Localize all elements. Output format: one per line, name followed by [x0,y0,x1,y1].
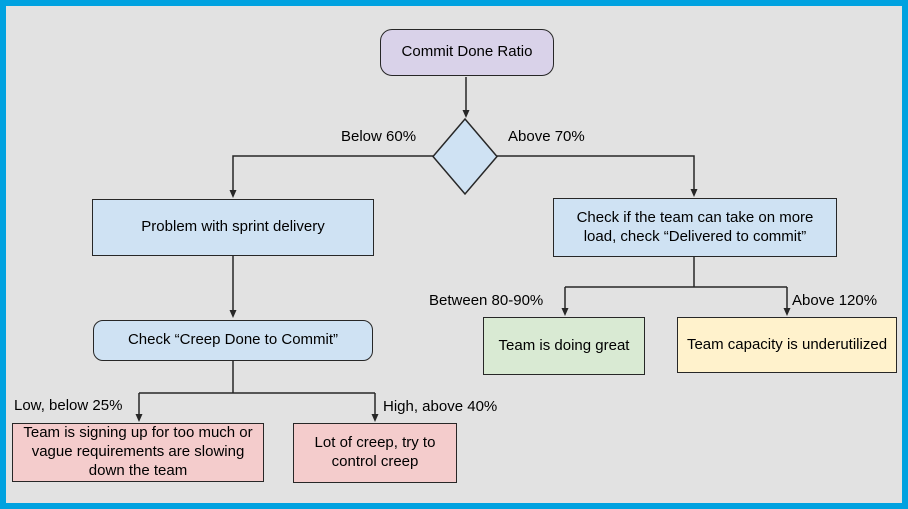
arrowhead [690,189,698,197]
edge-label-below-60: Below 60% [341,128,417,145]
node-team-capacity-underutilized: Team capacity is underutilized [677,317,897,373]
arrowhead [462,110,470,118]
node-label: Commit Done Ratio [401,43,533,61]
edge-label-low-below-25: Low, below 25% [14,397,123,414]
node-label: Lot of creep, try to control creep [314,434,436,470]
decision-diamond [432,117,498,196]
connector-lines [138,77,788,415]
arrowhead [561,308,569,316]
arrowhead [229,190,237,198]
edge-label-above-70: Above 70% [508,128,585,145]
node-label: Problem with sprint delivery [141,218,325,236]
arrowheads [135,110,791,422]
arrowhead [783,308,791,316]
edge-label-high-above-40: High, above 40% [383,398,498,415]
node-lot-of-creep: Lot of creep, try to control creep [293,423,457,483]
arrowhead [135,414,143,422]
arrowhead [229,310,237,318]
node-check-team-take-more-load: Check if the team can take on more load,… [553,198,837,257]
node-check-creep-done-to-commit: Check “Creep Done to Commit” [93,320,373,361]
node-problem-with-sprint-delivery: Problem with sprint delivery [92,199,374,256]
node-label: Check if the team can take on more load,… [576,208,814,245]
edge-label-above-120: Above 120% [792,292,878,309]
node-commit-done-ratio: Commit Done Ratio [380,29,554,76]
node-label: Team is signing up for too much or vague… [23,424,253,479]
node-team-doing-great: Team is doing great [483,317,645,375]
node-team-signing-up-too-much: Team is signing up for too much or vague… [12,423,264,482]
arrowhead [371,414,379,422]
node-label: Team is doing great [498,336,630,354]
node-label: Team capacity is underutilized [686,335,888,353]
edge-label-between-80-90: Between 80-90% [429,292,544,309]
node-label: Check “Creep Done to Commit” [127,331,339,349]
